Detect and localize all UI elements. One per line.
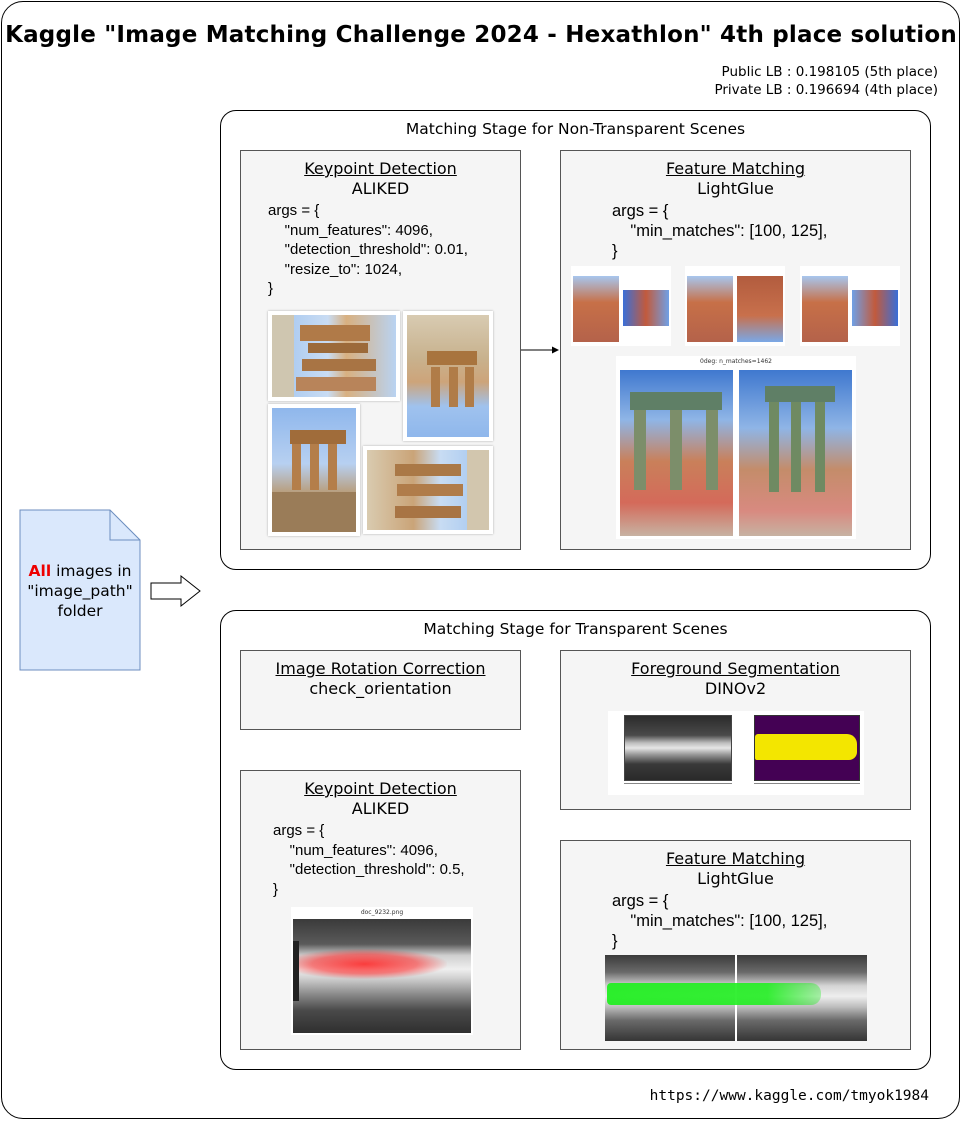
document-fold <box>109 510 140 541</box>
input-document-label: All images in "image_path" folder <box>27 562 133 620</box>
rotation-pair-thumbnail <box>800 266 900 346</box>
input-document-shape <box>19 509 141 671</box>
args-block: args = { "num_features": 4096, "detectio… <box>268 202 468 297</box>
segmentation-plot <box>608 711 864 795</box>
box-heading: Foreground Segmentation <box>631 659 840 678</box>
model-name: LightGlue <box>697 869 774 888</box>
arrowhead <box>552 346 559 354</box>
match-visualization <box>605 955 867 1041</box>
match-lines <box>607 983 821 1005</box>
segmentation-mask <box>754 715 860 781</box>
keypoint-cloud <box>297 949 447 979</box>
args-block: args = { "num_features": 4096, "detectio… <box>273 822 465 898</box>
block-arrow <box>150 574 201 608</box>
args-block: args = { "min_matches": [100, 125], } <box>612 892 828 950</box>
input-tube-image <box>624 715 732 781</box>
mask-foreground <box>755 734 857 760</box>
box-heading: Feature Matching <box>665 849 806 868</box>
box-heading: Keypoint Detection <box>304 779 457 798</box>
feature-matching-box: Feature Matching LightGlue args = { "min… <box>560 150 911 550</box>
box-heading: Feature Matching <box>665 159 806 178</box>
temple-photo-upright <box>268 404 360 536</box>
model-name: LightGlue <box>697 179 774 198</box>
page-title: Kaggle "Image Matching Challenge 2024 - … <box>5 22 957 48</box>
matched-photo-right <box>739 370 852 536</box>
rotation-correction-box: Image Rotation Correction check_orientat… <box>240 650 521 730</box>
matched-photo-left <box>620 370 733 536</box>
keypoint-visualization: doc_9232.png <box>291 907 473 1035</box>
rotation-pair-thumbnail <box>685 266 785 346</box>
model-name: check_orientation <box>309 679 452 698</box>
match-caption: 0deg: n_matches=1462 <box>700 358 772 365</box>
keypoint-detection-box: Keypoint Detection ALIKED args = { "num_… <box>240 770 521 1050</box>
model-name: ALIKED <box>351 799 410 818</box>
private-lb-score: Private LB : 0.196694 (4th place) <box>714 82 938 98</box>
tube-image <box>293 919 471 1033</box>
image-caption: doc_9232.png <box>360 909 404 916</box>
temple-photo-rotated-left <box>268 311 400 401</box>
match-visualization: 0deg: n_matches=1462 <box>616 356 856 539</box>
stage-title: Matching Stage for Non-Transparent Scene… <box>405 120 746 138</box>
args-block: args = { "min_matches": [100, 125], } <box>612 202 828 260</box>
foreground-segmentation-box: Foreground Segmentation DINOv2 <box>560 650 911 810</box>
keypoint-detection-box: Keypoint Detection ALIKED args = { "num_… <box>240 150 521 550</box>
rotation-pair-thumbnail <box>571 266 671 346</box>
public-lb-score: Public LB : 0.198105 (5th place) <box>721 64 938 80</box>
box-heading: Keypoint Detection <box>304 159 457 178</box>
stage-title: Matching Stage for Transparent Scenes <box>423 620 728 638</box>
footer-url[interactable]: https://www.kaggle.com/tmyok1984 <box>649 1088 929 1104</box>
temple-photo-upside-down <box>403 311 493 441</box>
box-heading: Image Rotation Correction <box>275 659 486 678</box>
temple-photo-rotated-right <box>363 446 493 534</box>
feature-matching-box: Feature Matching LightGlue args = { "min… <box>560 840 911 1050</box>
model-name: ALIKED <box>351 179 410 198</box>
model-name: DINOv2 <box>704 679 767 698</box>
highlight-word: All <box>28 562 52 580</box>
